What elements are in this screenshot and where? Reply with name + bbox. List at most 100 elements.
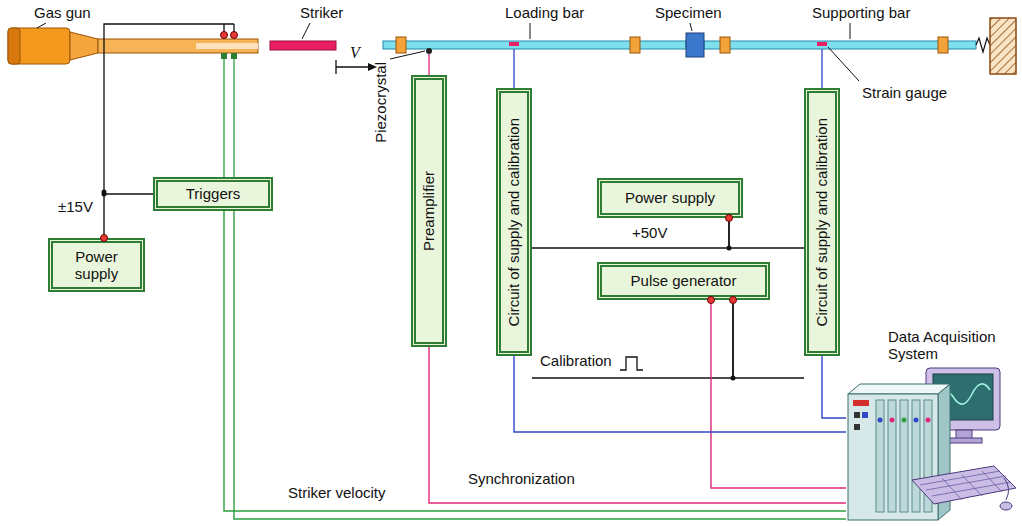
panel-button: [854, 424, 860, 430]
velocity-sensor: [231, 32, 238, 39]
keyboard: [912, 466, 1016, 504]
box-label: Preamplifier: [420, 171, 437, 251]
pulse-generator-box: Pulse generator: [597, 262, 770, 300]
monitor-base: [946, 438, 982, 443]
gauge-wire: [514, 49, 822, 88]
gun-barrel: [98, 39, 258, 53]
junction-dot: [102, 190, 107, 195]
calibration-circuit-box: Circuit of supply and calibration: [496, 88, 532, 356]
power-wire: [104, 24, 234, 192]
wall-hatching: [990, 18, 1016, 74]
box-label: Circuit of supply and calibration: [813, 118, 830, 326]
panel-button: [862, 412, 868, 418]
signal-wire: [104, 194, 153, 238]
panel-indicator: [853, 400, 869, 406]
voltage-label: +50V: [632, 224, 667, 241]
loading-bar: [383, 41, 686, 49]
voltage-label: ±15V: [58, 198, 93, 215]
mouse: [1000, 502, 1012, 510]
computer-illustration: [848, 368, 1016, 520]
power-supply-box: Power supply: [597, 178, 743, 218]
barrel-cutaway: [196, 43, 258, 49]
preamplifier-box: Preamplifier: [411, 75, 447, 347]
part-label: Strain gauge: [862, 84, 947, 101]
input-connector: [902, 418, 907, 423]
pulse-symbol: [620, 357, 643, 370]
card-slot: [900, 400, 908, 512]
signal-wire: [733, 300, 804, 378]
card-slot: [912, 400, 920, 512]
leader-line: [530, 23, 531, 39]
keyboard-keys: [920, 471, 1011, 500]
leader-line: [850, 23, 851, 39]
part-label: Striker: [300, 4, 343, 21]
box-label: Triggers: [186, 185, 240, 202]
gun-cap: [8, 28, 20, 64]
part-label: Loading bar: [505, 4, 584, 21]
mouse-cable: [1004, 478, 1009, 500]
part-label: Specimen: [655, 4, 722, 21]
bar-support: [396, 37, 406, 53]
tower-front: [848, 394, 938, 520]
part-label: Gas gun: [34, 4, 91, 21]
part-label: Piezocrystal: [372, 62, 389, 143]
signal-wire: [532, 218, 729, 248]
input-connector: [914, 418, 919, 423]
panel-button: [854, 412, 860, 418]
specimen: [686, 33, 704, 57]
calibration-circuit-box: Circuit of supply and calibration: [804, 88, 840, 356]
signal-wire: [729, 218, 804, 248]
signal-wire: [532, 300, 733, 378]
piezocrystal: [426, 48, 432, 54]
box-label: Pulse generator: [631, 272, 737, 289]
signal-label: Calibration: [540, 352, 612, 369]
trigger-box: Triggers: [153, 177, 273, 211]
sensor-wire: [224, 59, 234, 177]
strain-gauge: [817, 42, 827, 46]
signal-wire: [822, 356, 846, 418]
power-supply-box: Power supply: [48, 238, 145, 292]
signal-wire: [428, 54, 429, 75]
junction-dot: [731, 376, 736, 381]
leader-line: [828, 47, 859, 81]
sensor-terminal: [231, 53, 237, 59]
box-label: Data Acquisition System: [888, 328, 1016, 363]
velocity-symbol: V: [350, 44, 360, 62]
input-connector: [926, 418, 931, 423]
box-label: Power supply: [625, 189, 715, 206]
bar-support: [630, 37, 640, 53]
signal-label: Striker velocity: [288, 484, 386, 501]
data-acquisition-system: Data Acquisition System: [846, 328, 1020, 522]
sensor-terminal: [221, 53, 227, 59]
spring-symbol: [976, 38, 990, 52]
signal-wire: [429, 347, 846, 503]
velocity-arrow: [336, 60, 368, 74]
leader-line: [302, 23, 310, 39]
leader-line: [390, 51, 425, 59]
box-label: Circuit of supply and calibration: [505, 118, 522, 326]
bar-support: [938, 37, 948, 53]
gun-chamber: [8, 28, 70, 64]
fixed-wall: [990, 18, 1016, 74]
signal-label: Synchronization: [468, 470, 575, 487]
card-slot: [888, 400, 896, 512]
bar-support: [720, 37, 730, 53]
box-label: Power supply: [59, 248, 134, 283]
input-connector: [890, 418, 895, 423]
signal-wire: [234, 211, 846, 519]
supporting-bar: [704, 41, 976, 49]
striker-bar: [270, 41, 336, 50]
leader-line: [37, 23, 46, 28]
velocity-sensor: [221, 32, 228, 39]
signal-wire: [224, 211, 846, 511]
gun-neck: [70, 32, 98, 60]
strain-gauge: [509, 42, 519, 46]
junction-dot: [102, 192, 107, 197]
card-slot: [876, 400, 884, 512]
tower-top: [848, 384, 950, 394]
input-connector: [878, 418, 883, 423]
part-label: Supporting bar: [812, 4, 910, 21]
leader-line: [690, 23, 692, 31]
junction-dot: [727, 246, 732, 251]
